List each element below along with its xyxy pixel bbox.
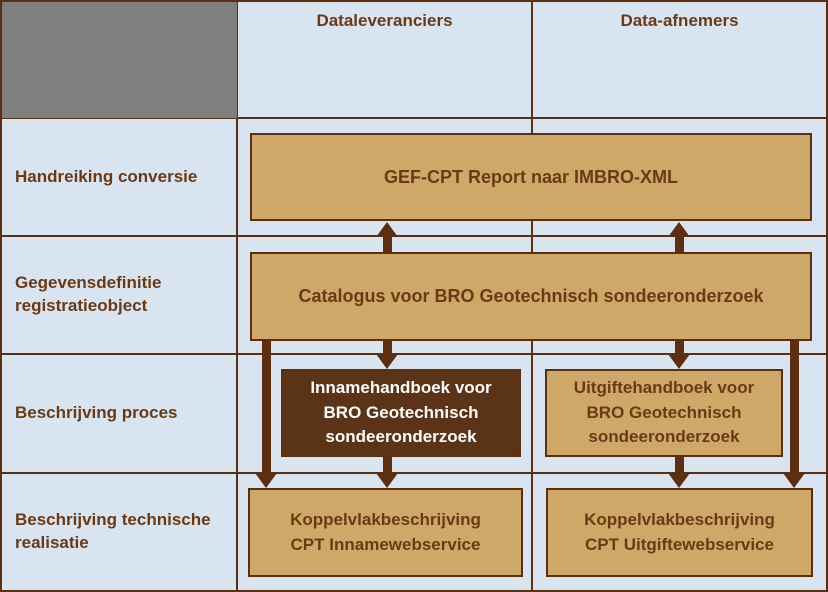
grid-line-h-4 (2, 472, 826, 474)
column-header-dataleveranciers: Dataleveranciers (238, 2, 531, 117)
row-label-handreiking-conversie: Handreiking conversie (15, 166, 198, 186)
row-label-gegevensdefinitie-registratieobject: Gegevensdefinitie registratieobject (15, 273, 162, 315)
box-uitgiftehandboek: Uitgiftehandboek voor BRO Geotechnisch s… (545, 369, 783, 457)
column-header-label: Data-afnemers (620, 11, 739, 30)
row-label-beschrijving-technische-realisatie: Beschrijving technische realisatie (15, 510, 211, 552)
box-innamehandboek: Innamehandboek voor BRO Geotechnisch son… (281, 369, 521, 457)
grid-line-h-3 (2, 353, 826, 355)
box-koppelvlak-inname: Koppelvlakbeschrijving CPT Innamewebserv… (248, 488, 523, 577)
grid-line-h-2 (2, 235, 826, 237)
box-gef-cpt-report: GEF-CPT Report naar IMBRO-XML (250, 133, 812, 221)
box-catalogus: Catalogus voor BRO Geotechnisch sondeero… (250, 252, 812, 341)
column-header-data-afnemers: Data-afnemers (533, 2, 826, 117)
box-koppelvlak-uitgifte: Koppelvlakbeschrijving CPT Uitgiftewebse… (546, 488, 813, 577)
corner-cell (2, 2, 237, 118)
row-label-beschrijving-proces: Beschrijving proces (15, 403, 178, 423)
grid-line-v-1 (236, 2, 238, 590)
column-header-label: Dataleveranciers (316, 11, 453, 30)
grid-line-h-1 (2, 117, 826, 119)
